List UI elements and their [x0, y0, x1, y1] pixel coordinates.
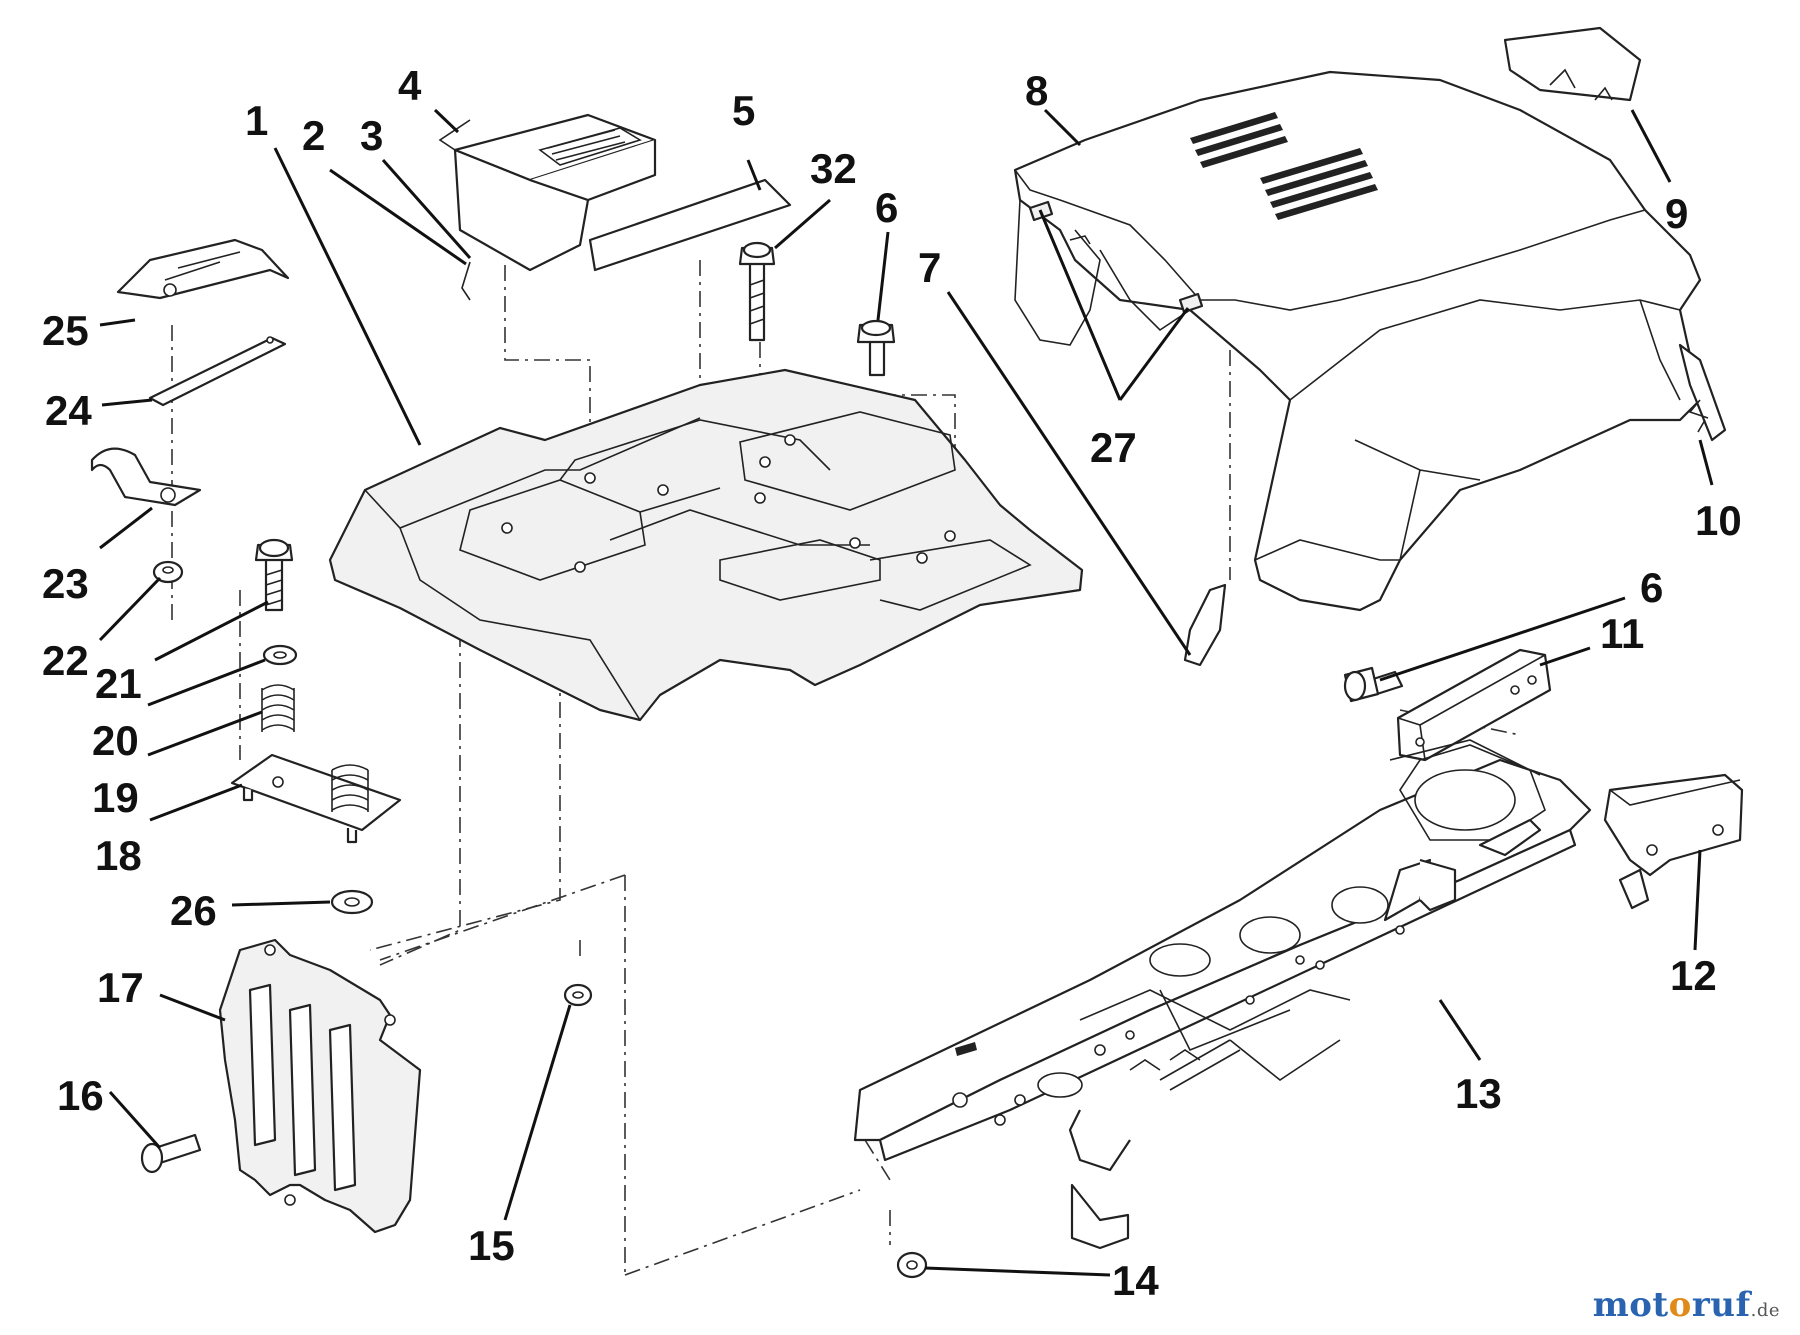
callout-10: 10 — [1695, 497, 1742, 544]
watermark-logo: motoruf.de — [1593, 1285, 1780, 1325]
part-6-bolt-lower — [1343, 666, 1404, 703]
part-6-bolt-upper — [856, 319, 896, 377]
callout-19: 19 — [92, 774, 139, 821]
callout-6-upper: 6 — [875, 184, 898, 231]
part-2-clip — [461, 261, 471, 301]
callout-7: 7 — [918, 244, 941, 291]
callout-1: 1 — [245, 97, 268, 144]
leader-lines — [98, 108, 1714, 1277]
part-19-spring — [261, 684, 295, 732]
callout-15: 15 — [468, 1222, 515, 1269]
part-21-bolt — [254, 538, 294, 612]
callout-20: 20 — [92, 717, 139, 764]
part-17-side-panel — [218, 938, 422, 1234]
part-13-frame — [853, 739, 1592, 1250]
watermark-text-1: mot — [1592, 1285, 1669, 1325]
part-20-washer — [262, 644, 298, 666]
watermark-text-4: .de — [1750, 1300, 1780, 1321]
watermark-text-2: o — [1668, 1285, 1692, 1325]
part-11-bracket — [1396, 648, 1552, 762]
callout-16: 16 — [57, 1072, 104, 1119]
part-10-bracket — [1678, 343, 1727, 442]
part-22-nut — [152, 560, 184, 584]
callout-12: 12 — [1670, 952, 1717, 999]
callout-6-lower: 6 — [1640, 564, 1663, 611]
part-1-fender — [328, 368, 1084, 722]
callout-14: 14 — [1112, 1257, 1159, 1304]
part-26-washer — [330, 889, 374, 915]
callout-13: 13 — [1455, 1070, 1502, 1117]
callout-32: 32 — [810, 145, 857, 192]
callout-24: 24 — [45, 387, 92, 434]
callout-23: 23 — [42, 560, 89, 607]
callout-21: 21 — [95, 660, 142, 707]
part-7-clip — [1183, 583, 1227, 667]
callout-3: 3 — [360, 112, 383, 159]
part-9-flap — [1503, 26, 1642, 102]
callout-25: 25 — [42, 307, 89, 354]
part-18-spring-plate — [230, 753, 402, 844]
callout-2: 2 — [302, 112, 325, 159]
part-25-cover-plate — [116, 238, 290, 300]
part-14-nut — [896, 1251, 928, 1279]
part-15-nut — [563, 983, 593, 1007]
callout-22: 22 — [42, 637, 89, 684]
callout-5: 5 — [732, 87, 755, 134]
callout-numbers: 1 2 3 4 5 32 6 7 8 9 10 27 25 24 23 22 2… — [42, 62, 1742, 1304]
callout-9: 9 — [1665, 190, 1688, 237]
callout-4: 4 — [398, 62, 422, 109]
part-4-tray — [438, 113, 657, 272]
watermark-text-3: ruf — [1691, 1285, 1751, 1325]
part-32-bolt — [738, 241, 776, 342]
callout-17: 17 — [97, 964, 144, 1011]
callout-11: 11 — [1600, 610, 1644, 657]
part-5-decal — [588, 178, 792, 272]
callout-26: 26 — [170, 887, 217, 934]
callout-8: 8 — [1025, 67, 1048, 114]
part-16-bolt — [140, 1133, 202, 1174]
callout-27: 27 — [1090, 424, 1137, 471]
part-8-hood — [1013, 70, 1702, 612]
callout-18: 18 — [95, 832, 142, 879]
part-23-bracket — [90, 447, 202, 507]
part-24-strip — [148, 336, 287, 407]
part-12-front-bracket — [1603, 773, 1744, 910]
